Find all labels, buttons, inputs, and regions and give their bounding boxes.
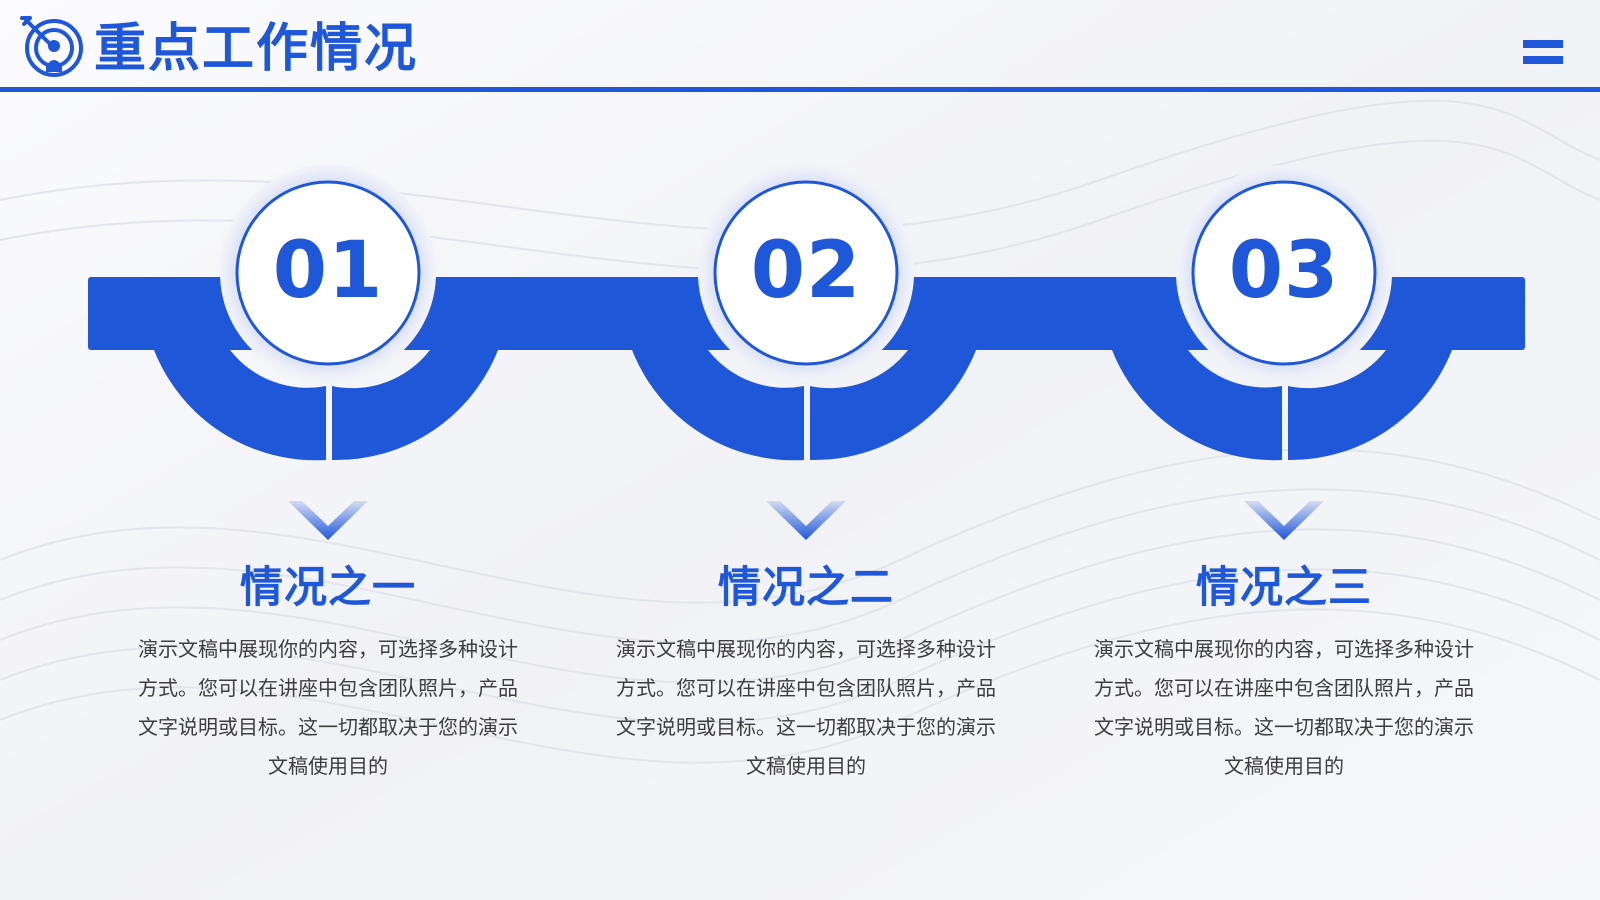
number-circle-1: [235, 180, 421, 366]
step-number: 01: [272, 226, 384, 316]
number-circle-3: [1191, 180, 1377, 366]
page-title: 重点工作情况: [94, 19, 419, 79]
item-description: 演示文稿中展现你的内容，可选择多种设计方式。您可以在讲座中包含团队照片，产品文字…: [616, 637, 996, 778]
menu-icon[interactable]: [1523, 38, 1563, 68]
arc-segment-3: [1112, 350, 1452, 461]
item-title: 情况之三: [1196, 563, 1372, 613]
item-description: 演示文稿中展现你的内容，可选择多种设计方式。您可以在讲座中包含团队照片，产品文字…: [1094, 637, 1474, 778]
menu-bar-top: [1523, 40, 1563, 48]
chevron-down-icon: [288, 501, 368, 540]
arc-segment-2: [632, 350, 976, 461]
step-number: 03: [1228, 226, 1340, 316]
item-title: 情况之二: [718, 563, 894, 613]
step-number: 02: [750, 226, 862, 316]
process-flow: [88, 177, 1525, 540]
menu-bar-bottom: [1523, 56, 1563, 64]
header-divider: [0, 87, 1600, 92]
chevron-down-icon: [766, 501, 846, 540]
target-person-icon: [20, 16, 83, 77]
chevron-down-icon: [1244, 501, 1324, 540]
item-title: 情况之一: [240, 563, 416, 613]
item-description: 演示文稿中展现你的内容，可选择多种设计方式。您可以在讲座中包含团队照片，产品文字…: [138, 637, 518, 778]
arc-segment-1: [154, 350, 498, 461]
number-circle-2: [713, 180, 899, 366]
